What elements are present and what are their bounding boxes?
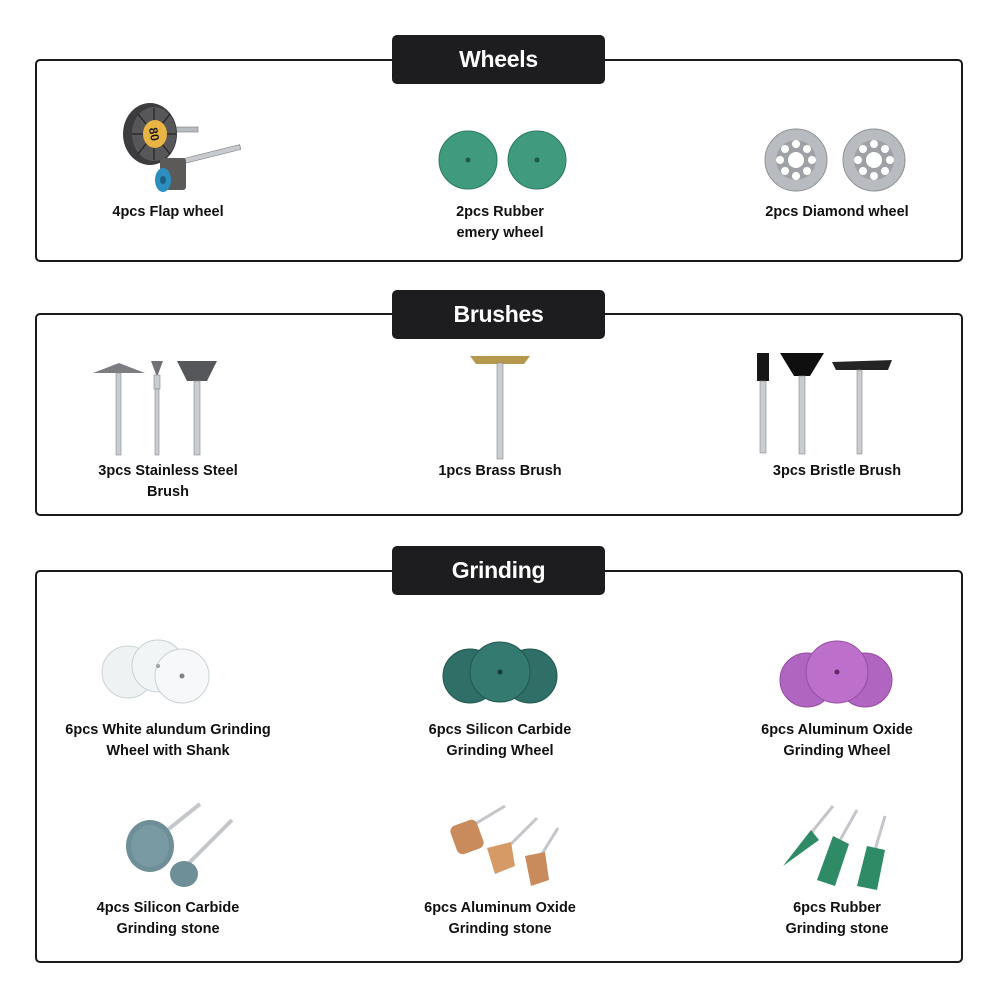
brushes-title: Brushes bbox=[392, 290, 605, 339]
silicon-carbide-wheel-caption: 6pcs Silicon Carbide Grinding Wheel bbox=[428, 722, 572, 759]
white-alundum-wheel-icon bbox=[101, 639, 210, 704]
diamond-wheel-item: 2pcs Diamond wheel bbox=[717, 95, 957, 245]
brass-brush-caption: 1pcs Brass Brush bbox=[438, 463, 562, 479]
rubber-grinding-stone-item: 6pcs Rubber Grinding stone bbox=[717, 800, 957, 950]
flap-wheel-number: 80 bbox=[146, 126, 162, 142]
diamond-wheel-icon bbox=[764, 128, 906, 192]
bristle-brush-item: 3pcs Bristle Brush bbox=[717, 350, 957, 500]
silicon-carbide-stone-caption: 4pcs Silicon Carbide Grinding stone bbox=[96, 900, 240, 937]
brass-brush-icon bbox=[470, 356, 530, 460]
silicon-carbide-stone-icon bbox=[126, 802, 234, 887]
stainless-steel-brush-item: 3pcs Stainless Steel Brush bbox=[48, 350, 288, 500]
aluminum-oxide-wheel-caption: 6pcs Aluminum Oxide Grinding Wheel bbox=[761, 722, 913, 759]
aluminum-oxide-stone-item: 6pcs Aluminum Oxide Grinding stone bbox=[380, 800, 620, 950]
white-alundum-wheel-item: 6pcs White alundum Grinding Wheel with S… bbox=[48, 630, 288, 780]
stainless-steel-brush-icon bbox=[93, 361, 217, 456]
rubber-grinding-stone-icon bbox=[783, 805, 887, 890]
diamond-wheel-caption: 2pcs Diamond wheel bbox=[765, 204, 909, 220]
aluminum-oxide-stone-caption: 6pcs Aluminum Oxide Grinding stone bbox=[424, 900, 576, 937]
stainless-steel-brush-caption: 3pcs Stainless Steel Brush bbox=[98, 463, 238, 500]
grinding-title: Grinding bbox=[392, 546, 605, 595]
flap-wheel-caption: 4pcs Flap wheel bbox=[112, 204, 224, 220]
silicon-carbide-stone-item: 4pcs Silicon Carbide Grinding stone bbox=[48, 800, 288, 950]
bristle-brush-caption: 3pcs Bristle Brush bbox=[772, 463, 902, 479]
flap-wheel-icon: 80 bbox=[123, 103, 242, 192]
wheels-title: Wheels bbox=[392, 35, 605, 84]
aluminum-oxide-stone-icon bbox=[450, 804, 560, 886]
aluminum-oxide-wheel-icon bbox=[779, 640, 893, 708]
silicon-carbide-wheel-item: 6pcs Silicon Carbide Grinding Wheel bbox=[380, 630, 620, 780]
rubber-grinding-stone-caption: 6pcs Rubber Grinding stone bbox=[785, 900, 889, 937]
flap-wheel-item: 80 4pcs Flap wheel bbox=[48, 95, 288, 245]
rubber-emery-wheel-caption: 2pcs Rubber emery wheel bbox=[456, 204, 544, 241]
brass-brush-item: 1pcs Brass Brush bbox=[380, 350, 620, 500]
white-alundum-wheel-caption: 6pcs White alundum Grinding Wheel with S… bbox=[65, 722, 271, 759]
aluminum-oxide-wheel-item: 6pcs Aluminum Oxide Grinding Wheel bbox=[717, 630, 957, 780]
bristle-brush-icon bbox=[757, 353, 892, 455]
rubber-emery-wheel-icon bbox=[438, 130, 567, 190]
silicon-carbide-wheel-icon bbox=[442, 641, 558, 704]
rubber-emery-wheel-item: 2pcs Rubber emery wheel bbox=[380, 95, 620, 245]
